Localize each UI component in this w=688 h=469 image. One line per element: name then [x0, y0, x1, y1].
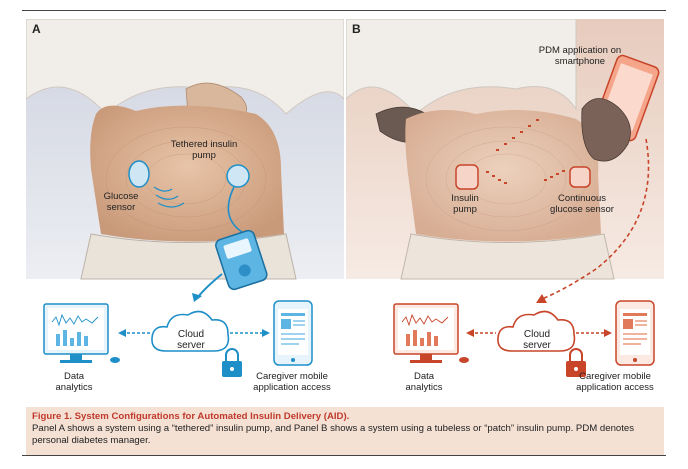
- sensor-signal: [153, 186, 185, 208]
- panel-a-illustration: [26, 19, 344, 403]
- pdm-smartphone: [581, 54, 660, 162]
- cloud-server-shape: [497, 310, 576, 352]
- pants: [400, 233, 615, 280]
- caregiver-access-label: Caregiver mobile application access: [576, 371, 654, 393]
- panel-a: A Tethered insulin pump Glucose sensor C…: [26, 19, 344, 403]
- pdm-application-label: PDM application on smartphone: [538, 45, 622, 67]
- caregiver-phone: [615, 300, 655, 366]
- torso: [405, 110, 601, 242]
- torso: [90, 105, 284, 242]
- phone-to-cloud-arrow: [541, 138, 650, 300]
- pump-infusion-site: [226, 164, 250, 188]
- insulin-pump-device: [215, 229, 268, 291]
- caption-body: Panel A shows a system using a “tethered…: [32, 423, 635, 446]
- data-analytics-label: Data analytics: [405, 371, 443, 393]
- lock-icon: [222, 348, 242, 377]
- cloud-server-shape: [151, 310, 230, 352]
- caregiver-access-label: Caregiver mobile application access: [253, 371, 331, 393]
- shirt: [346, 19, 577, 115]
- cloud-server-label: Cloud server: [523, 329, 551, 351]
- caregiver-phone: [273, 300, 313, 366]
- insulin-pump-patch: [455, 164, 479, 190]
- data-analytics-monitor: [43, 303, 120, 363]
- glucose-sensor-label: Glucose sensor: [103, 191, 139, 213]
- panel-a-letter: A: [32, 22, 41, 36]
- device-signal: [486, 170, 565, 184]
- phone-signal: [496, 119, 539, 151]
- panel-b-illustration: [346, 19, 664, 403]
- caption-title: Figure 1. System Configurations for Auto…: [32, 411, 350, 422]
- insulin-pump-label: Insulin pump: [451, 193, 479, 215]
- figure-caption: Figure 1. System Configurations for Auto…: [26, 407, 664, 455]
- cloud-server-label: Cloud server: [177, 329, 205, 351]
- panel-b: B PDM application on smartphone Insulin …: [346, 19, 664, 403]
- hand-holding-phone: [581, 98, 631, 162]
- panel-b-letter: B: [352, 22, 361, 36]
- tethered-pump-label: Tethered insulin pump: [170, 139, 238, 161]
- glucose-sensor-device: [128, 160, 150, 188]
- lock-icon: [566, 348, 586, 377]
- data-analytics-monitor: [393, 303, 469, 363]
- cgm-label: Continuous glucose sensor: [550, 193, 614, 215]
- figure-frame: A Tethered insulin pump Glucose sensor C…: [22, 10, 666, 456]
- data-analytics-label: Data analytics: [55, 371, 93, 393]
- cgm-device: [569, 166, 591, 188]
